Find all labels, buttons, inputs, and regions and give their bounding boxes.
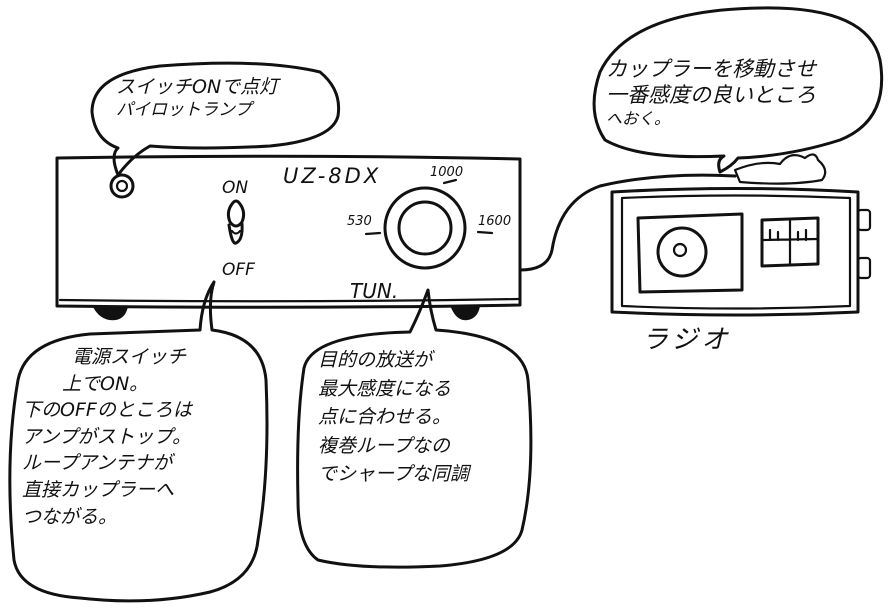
- tuning-note-line-4: 複巻ループなの: [318, 434, 450, 457]
- dial-tick-mark-530: [364, 231, 382, 236]
- power-switch-note-line-4: アンプがストップ。: [22, 425, 192, 448]
- coupler-icon: [733, 153, 827, 185]
- bubble-tuning: [296, 288, 533, 569]
- tuning-dial-icon[interactable]: [383, 186, 467, 270]
- bubble-pilot-lamp: [90, 61, 341, 177]
- dial-tick-mark-1600: [476, 230, 494, 235]
- switch-on-label: ON: [222, 178, 248, 198]
- dial-tick-mark-1000: [442, 178, 458, 185]
- dial-tick-label-530: 530: [347, 214, 372, 229]
- tuning-note-line-5: でシャープな同調: [318, 463, 469, 485]
- radio-speaker-icon: [656, 226, 708, 278]
- tuning-note-line-1: 目的の放送が: [318, 349, 433, 371]
- bubble-power-switch: [8, 280, 269, 603]
- switch-off-label: OFF: [222, 260, 255, 280]
- radio-label: ラジオ: [642, 325, 731, 355]
- dial-tick-label-1000: 1000: [430, 165, 463, 180]
- power-switch-note-line-6: 直接カップラーへ: [22, 478, 175, 501]
- power-switch-note-line-2: 上でON。: [62, 372, 149, 395]
- amplifier-front-panel: [55, 154, 522, 309]
- power-switch-note-line-7: つながる。: [22, 505, 118, 528]
- radio-tuning-scale: [760, 216, 820, 268]
- power-switch-note: 電源スイッチ 上でON。 下のOFFのところは アンプがストップ。 ループアンテ…: [22, 344, 192, 530]
- amplifier-unit: UZ-8DX ON OFF TUN. 530 1000 1600: [55, 154, 522, 321]
- pilot-lamp-note: スイッチONで点灯 パイロットランプ: [116, 76, 278, 121]
- dial-tick-label-1600: 1600: [478, 214, 511, 229]
- coupler-note-line-2: 一番感度の良いところ: [606, 83, 816, 108]
- amplifier-foot-right: [450, 305, 480, 321]
- radio-speaker-grille: [636, 212, 744, 294]
- radio-knob-lower-icon[interactable]: [856, 256, 872, 280]
- pilot-lamp-note-line-2: パイロットランプ: [116, 99, 252, 120]
- tuning-note: 目的の放送が 最大感度になる 点に合わせる。 複巻ループなの でシャープな同調: [318, 346, 469, 489]
- bubble-coupler: [592, 6, 884, 174]
- coupler-note: カップラーを移動させ 一番感度の良いところ へおく。: [606, 56, 816, 129]
- radio-unit: ラジオ: [610, 187, 872, 355]
- amplifier-foot-left: [92, 305, 128, 321]
- coupler-note-line-3: へおく。: [606, 108, 671, 128]
- pilot-lamp-note-line-1: スイッチONで点灯: [116, 76, 279, 98]
- amplifier-bottom-edge: [58, 297, 520, 303]
- tuning-note-line-2: 最大感度になる: [318, 377, 452, 400]
- radio-inner-frame: [620, 194, 852, 310]
- power-switch-note-line-3: 下のOFFのところは: [22, 399, 192, 422]
- coupler-cable: [518, 173, 737, 272]
- tuning-label: TUN.: [350, 279, 398, 303]
- coupler-note-line-1: カップラーを移動させ: [606, 57, 816, 81]
- pilot-lamp-icon: [109, 173, 135, 199]
- power-switch-note-line-1: 電源スイッチ: [72, 346, 187, 368]
- radio-body: [610, 187, 860, 317]
- radio-knob-upper-icon[interactable]: [856, 208, 872, 232]
- power-toggle-switch-icon[interactable]: [226, 199, 246, 245]
- power-switch-note-line-5: ループアンテナが: [22, 452, 173, 475]
- tuning-note-line-3: 点に合わせる。: [318, 406, 452, 428]
- radio-scale-ticks: [760, 217, 820, 267]
- model-label: UZ-8DX: [283, 164, 381, 188]
